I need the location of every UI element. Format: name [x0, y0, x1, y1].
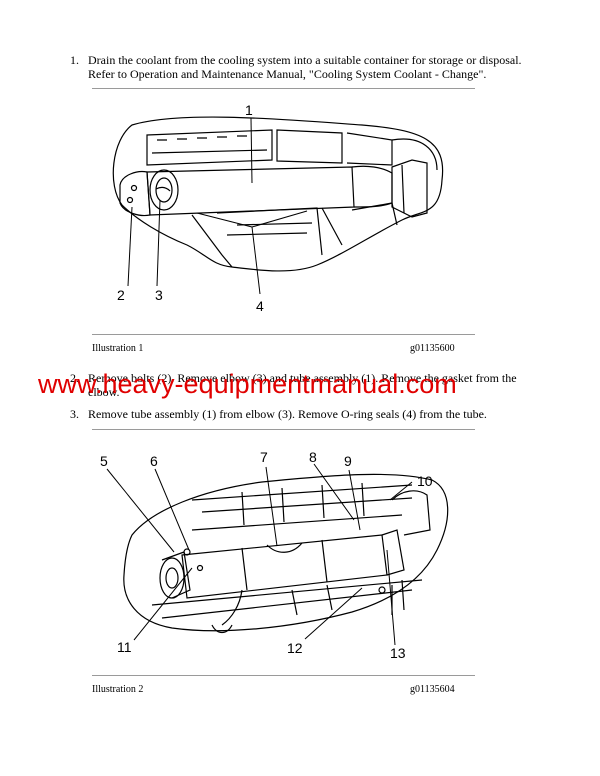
step-text-line: Refer to Operation and Maintenance Manua… [88, 67, 487, 81]
callout-5: 5 [100, 453, 108, 469]
step-text-line: Drain the coolant from the cooling syste… [88, 53, 522, 67]
callout-13: 13 [390, 645, 406, 661]
callout-10: 10 [417, 473, 433, 489]
illustration-1-code: g01135600 [410, 343, 455, 354]
step-number: 2. [70, 371, 79, 385]
callout-11: 11 [117, 639, 132, 655]
divider [92, 429, 475, 430]
divider [92, 334, 475, 335]
divider [92, 675, 475, 676]
callout-12: 12 [287, 640, 303, 656]
illustration-2-code: g01135604 [410, 684, 455, 695]
callout-1: 1 [245, 102, 253, 118]
callout-3: 3 [155, 287, 163, 303]
illustration-2: 5 6 7 8 9 10 11 12 13 [100, 449, 449, 661]
step-number: 1. [70, 53, 79, 67]
illustration-1-caption: Illustration 1 [92, 343, 144, 354]
step-text-line: elbow. [88, 385, 120, 399]
illustration-1: 1 2 3 4 [112, 102, 444, 314]
callout-8: 8 [309, 449, 317, 465]
step-number: 3. [70, 407, 79, 421]
divider [92, 88, 475, 89]
callout-7: 7 [260, 449, 268, 465]
callout-9: 9 [344, 453, 352, 469]
watermark: www.heavy-equipmentmanual.com [38, 369, 457, 399]
callout-6: 6 [150, 453, 158, 469]
step-text-line: Remove tube assembly (1) from elbow (3).… [88, 407, 487, 421]
step-text-line: Remove bolts (2). Remove elbow (3) and t… [88, 371, 517, 385]
callout-4: 4 [256, 298, 264, 314]
illustration-2-caption: Illustration 2 [92, 684, 144, 695]
callout-2: 2 [117, 287, 125, 303]
